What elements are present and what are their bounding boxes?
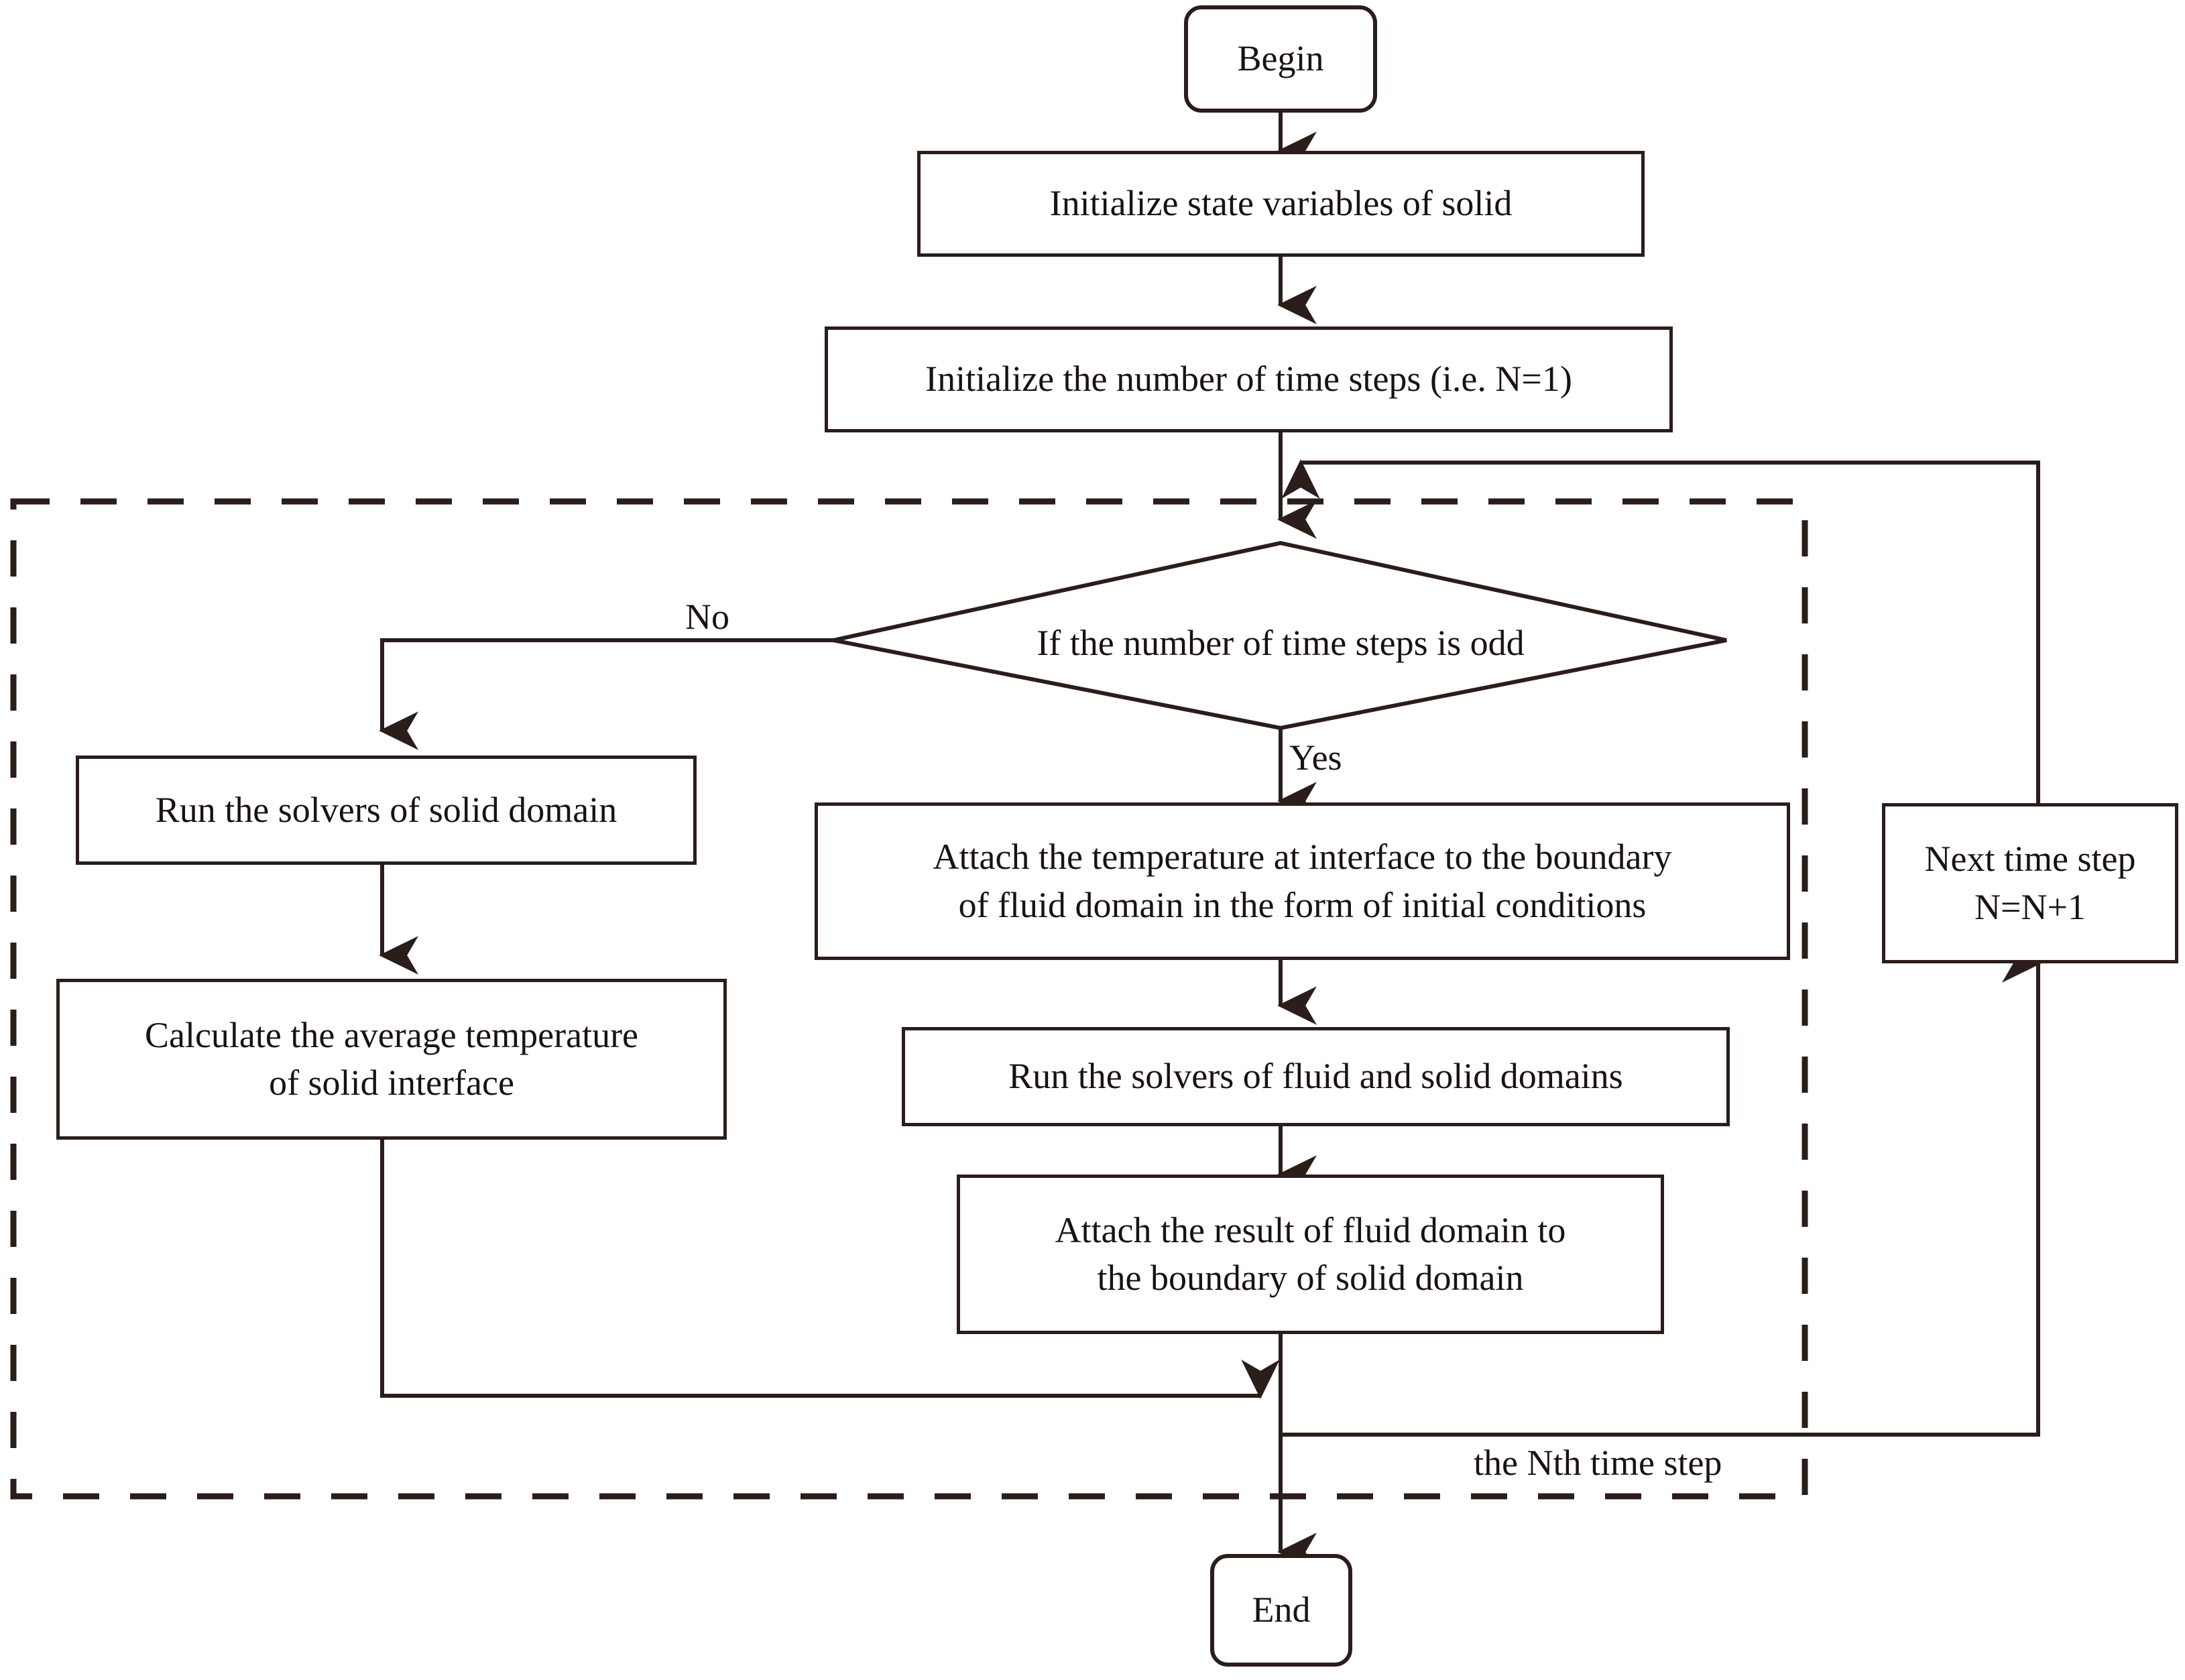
node-calculate-average-temperature-line1: Calculate the average temperature — [144, 1014, 639, 1055]
node-begin[interactable]: Begin — [1184, 5, 1377, 113]
node-initialize-time-steps[interactable]: Initialize the number of time steps (i.e… — [825, 326, 1673, 432]
node-initialize-state-variables-label: Initialize state variables of solid — [1049, 183, 1513, 224]
node-next-time-step[interactable]: Next time step N=N+1 — [1882, 803, 2178, 963]
edge-label-nth-time-step: the Nth time step — [1474, 1443, 1722, 1483]
node-begin-label: Begin — [1237, 38, 1324, 79]
node-run-solid-solvers-label: Run the solvers of solid domain — [155, 789, 617, 830]
node-initialize-time-steps-label: Initialize the number of time steps (i.e… — [925, 359, 1572, 400]
node-calculate-average-temperature[interactable]: Calculate the average temperature of sol… — [56, 979, 727, 1140]
node-calculate-average-temperature-line2: of solid interface — [269, 1063, 514, 1103]
node-attach-temperature-to-fluid-boundary[interactable]: Attach the temperature at interface to t… — [815, 802, 1790, 960]
node-next-time-step-line2: N=N+1 — [1974, 886, 2086, 927]
node-attach-result-to-solid-boundary[interactable]: Attach the result of fluid domain to the… — [957, 1175, 1664, 1334]
node-attach-result-line2: the boundary of solid domain — [1097, 1258, 1524, 1298]
node-run-solid-solvers[interactable]: Run the solvers of solid domain — [76, 756, 697, 865]
node-run-fluid-and-solid-solvers[interactable]: Run the solvers of fluid and solid domai… — [902, 1027, 1730, 1126]
node-attach-temperature-line1: Attach the temperature at interface to t… — [933, 837, 1672, 878]
edge-label-yes: Yes — [1289, 737, 1342, 778]
node-attach-result-line1: Attach the result of fluid domain to — [1055, 1209, 1566, 1250]
node-initialize-state-variables[interactable]: Initialize state variables of solid — [917, 151, 1645, 257]
node-end-label: End — [1252, 1589, 1311, 1630]
node-run-fluid-and-solid-solvers-label: Run the solvers of fluid and solid domai… — [1008, 1056, 1623, 1097]
node-decision-label: If the number of time steps is odd — [1037, 623, 1525, 663]
edge-label-no: No — [685, 597, 729, 637]
node-attach-temperature-line2: of fluid domain in the form of initial c… — [958, 884, 1647, 925]
node-end[interactable]: End — [1210, 1554, 1352, 1667]
node-next-time-step-line1: Next time step — [1924, 839, 2136, 880]
